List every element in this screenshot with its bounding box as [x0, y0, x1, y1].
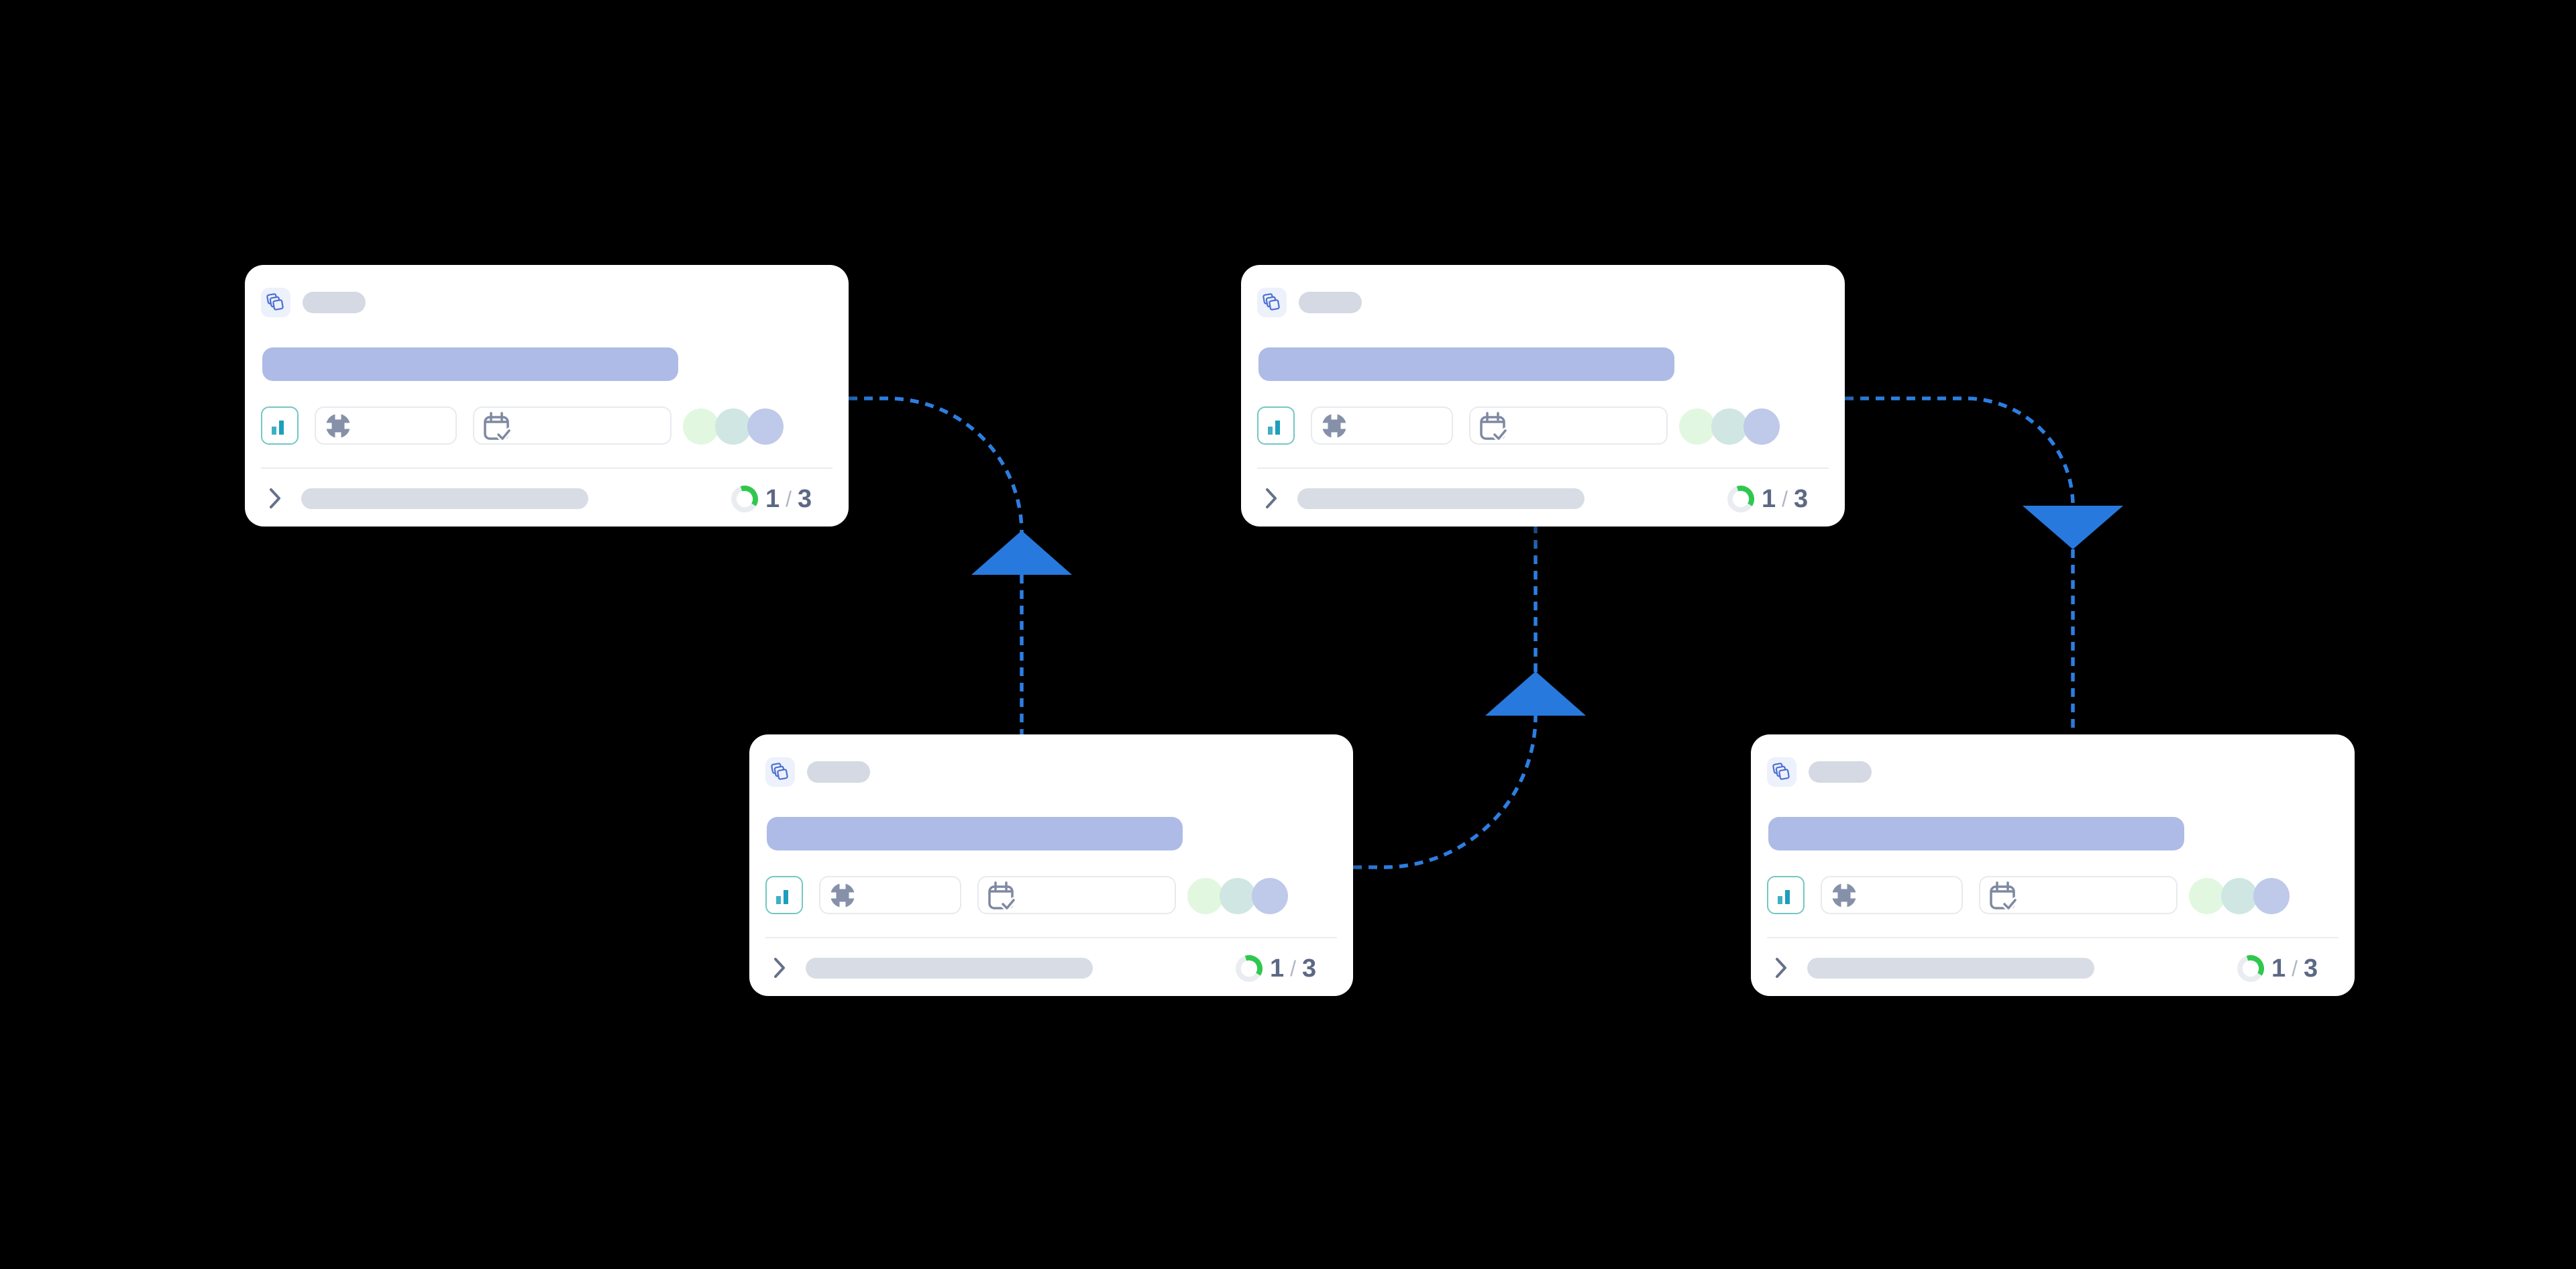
flow-arrow-up-icon: [1485, 671, 1586, 716]
label-skeleton: [1299, 292, 1362, 313]
workflow-card[interactable]: 1 / 3: [1751, 734, 2355, 996]
progress-ring: [731, 486, 758, 512]
connector-dashed-path: [1353, 715, 1538, 869]
calendar-check-icon: [1480, 411, 1507, 441]
layers-icon: [771, 763, 788, 780]
progress-ring: [2237, 955, 2264, 982]
bar-chart-icon: [776, 889, 788, 904]
progress-ring: [1236, 955, 1263, 982]
label-skeleton: [807, 761, 870, 783]
divider: [765, 937, 1337, 938]
calendar-check-icon: [988, 881, 1015, 911]
progress-separator: /: [1290, 956, 1297, 981]
progress-total: 3: [798, 485, 812, 513]
divider: [1767, 937, 2339, 938]
title-skeleton: [262, 347, 678, 381]
lifebuoy-icon: [324, 411, 352, 440]
status-field[interactable]: [819, 876, 961, 914]
status-field[interactable]: [315, 406, 457, 445]
avatar: [1711, 408, 1748, 445]
connector-dashed-path: [1845, 396, 2075, 506]
expand-chevron-icon[interactable]: [1774, 955, 1788, 981]
progress-count: 1 / 3: [1270, 954, 1316, 983]
due-date-field[interactable]: [1979, 876, 2178, 914]
status-field[interactable]: [1311, 406, 1453, 445]
avatar: [2189, 878, 2225, 914]
progress-current: 1: [765, 485, 780, 513]
divider: [261, 467, 833, 469]
title-skeleton: [1768, 817, 2184, 850]
progress-current: 1: [1270, 954, 1285, 983]
avatar: [683, 408, 719, 445]
avatar: [1187, 878, 1224, 914]
lifebuoy-icon: [1320, 411, 1348, 440]
flow-arrow-up-icon: [971, 531, 1072, 575]
due-date-field[interactable]: [1469, 406, 1668, 445]
lifebuoy-icon: [1830, 881, 1858, 909]
progress-ring: [1727, 486, 1754, 512]
avatar: [1679, 408, 1715, 445]
lifebuoy-icon: [828, 881, 857, 909]
avatar: [715, 408, 751, 445]
workflow-card[interactable]: 1 / 3: [1241, 265, 1845, 527]
progress-current: 1: [2271, 954, 2286, 983]
expand-chevron-icon[interactable]: [268, 486, 282, 511]
progress-total: 3: [2304, 954, 2318, 983]
workflow-card[interactable]: 1 / 3: [749, 734, 1353, 996]
due-date-field[interactable]: [473, 406, 672, 445]
progress-total: 3: [1794, 485, 1809, 513]
title-skeleton: [767, 817, 1183, 850]
due-date-field[interactable]: [977, 876, 1176, 914]
progress-separator: /: [786, 487, 792, 511]
expand-chevron-icon[interactable]: [772, 955, 787, 981]
label-skeleton: [1809, 761, 1872, 783]
divider: [1257, 467, 1829, 469]
metrics-button[interactable]: [1767, 876, 1805, 914]
calendar-check-icon: [1990, 881, 2017, 911]
metrics-button[interactable]: [261, 406, 299, 445]
avatar: [1252, 878, 1288, 914]
bar-chart-icon: [1268, 420, 1280, 435]
layers-icon: [266, 293, 284, 311]
expand-chevron-icon[interactable]: [1264, 486, 1279, 511]
bar-chart-icon: [272, 420, 284, 435]
flow-arrow-down-icon: [2023, 506, 2123, 549]
node-type-badge: [1767, 757, 1796, 787]
title-skeleton: [1258, 347, 1674, 381]
progress-separator: /: [2292, 956, 2298, 981]
metrics-button[interactable]: [1257, 406, 1295, 445]
avatar: [747, 408, 784, 445]
node-type-badge: [261, 288, 290, 317]
layers-icon: [1263, 293, 1280, 311]
avatar: [2253, 878, 2290, 914]
node-type-badge: [765, 757, 795, 787]
progress-current: 1: [1762, 485, 1776, 513]
footer-skeleton: [1807, 958, 2094, 979]
footer-skeleton: [806, 958, 1093, 979]
status-field[interactable]: [1821, 876, 1963, 914]
node-type-badge: [1257, 288, 1287, 317]
workflow-card[interactable]: 1 / 3: [245, 265, 849, 527]
progress-total: 3: [1302, 954, 1317, 983]
footer-skeleton: [301, 488, 588, 509]
layers-icon: [1772, 763, 1790, 780]
avatar: [1220, 878, 1256, 914]
bar-chart-icon: [1778, 889, 1790, 904]
calendar-check-icon: [484, 411, 511, 441]
connector-dashed-path: [849, 396, 1024, 533]
metrics-button[interactable]: [765, 876, 803, 914]
avatar: [2221, 878, 2257, 914]
avatar: [1743, 408, 1780, 445]
label-skeleton: [303, 292, 366, 313]
footer-skeleton: [1297, 488, 1585, 509]
progress-count: 1 / 3: [2271, 954, 2318, 983]
progress-count: 1 / 3: [1762, 484, 1808, 514]
progress-count: 1 / 3: [765, 484, 812, 514]
progress-separator: /: [1782, 487, 1788, 511]
